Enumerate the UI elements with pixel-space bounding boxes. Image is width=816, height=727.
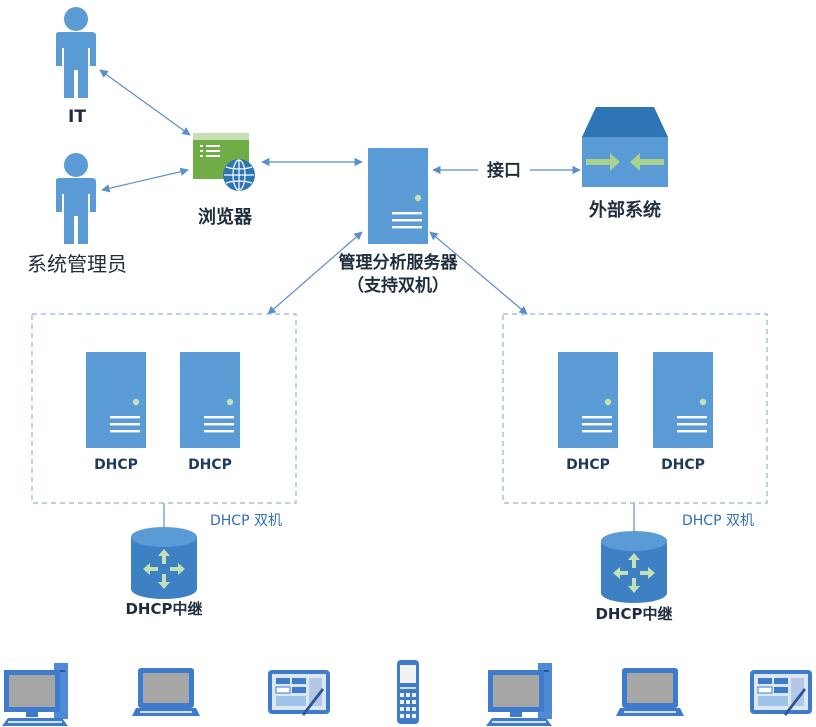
dhcp-right-2-label: DHCP — [661, 457, 705, 473]
server-left-group-link — [267, 231, 363, 315]
dhcp-pair-left-label: DHCP 双机 — [210, 513, 282, 529]
external-system-icon — [582, 107, 668, 187]
server-label-line2: （支持双机） — [347, 275, 449, 296]
dhcp-server-right-2-icon — [653, 352, 713, 448]
dhcp-relay-right-label: DHCP中继 — [595, 605, 672, 623]
dhcp-left-2-label: DHCP — [188, 457, 232, 473]
dhcp-relay-left-icon — [131, 527, 197, 599]
desktop-computer-icon — [2, 663, 68, 726]
dhcp-server-left-1-icon — [86, 352, 146, 448]
laptop-icon-2 — [616, 668, 684, 716]
tablet-icon — [267, 669, 331, 717]
tablet-icon-2 — [749, 669, 813, 717]
dhcp-server-left-2-icon — [180, 352, 240, 448]
dhcp-relay-left-label: DHCP中继 — [125, 600, 202, 618]
desktop-computer-icon-2 — [486, 663, 552, 726]
admin-user-icon — [56, 153, 96, 244]
management-server-icon — [368, 148, 428, 244]
admin-browser-link — [101, 167, 189, 193]
admin-label: 系统管理员 — [27, 252, 127, 276]
browser-label: 浏览器 — [198, 206, 253, 228]
browser-icon — [193, 133, 255, 191]
phone-icon — [397, 660, 419, 724]
dhcp-relay-right-icon — [601, 531, 667, 603]
connectors — [99, 69, 635, 533]
it-browser-link — [99, 69, 191, 136]
it-label: IT — [68, 107, 86, 127]
dhcp-server-right-1-icon — [558, 352, 618, 448]
server-label-line1: 管理分析服务器 — [339, 252, 459, 273]
laptop-icon — [132, 668, 200, 716]
dhcp-pair-right-label: DHCP 双机 — [682, 513, 754, 529]
server-right-group-link — [429, 231, 528, 315]
dhcp-right-1-label: DHCP — [566, 457, 610, 473]
dhcp-group-left — [31, 313, 297, 504]
dhcp-left-1-label: DHCP — [94, 457, 138, 473]
it-user-icon — [56, 7, 96, 98]
dhcp-group-right — [502, 313, 768, 504]
interface-label: 接口 — [487, 160, 521, 181]
external-system-label: 外部系统 — [589, 199, 661, 221]
